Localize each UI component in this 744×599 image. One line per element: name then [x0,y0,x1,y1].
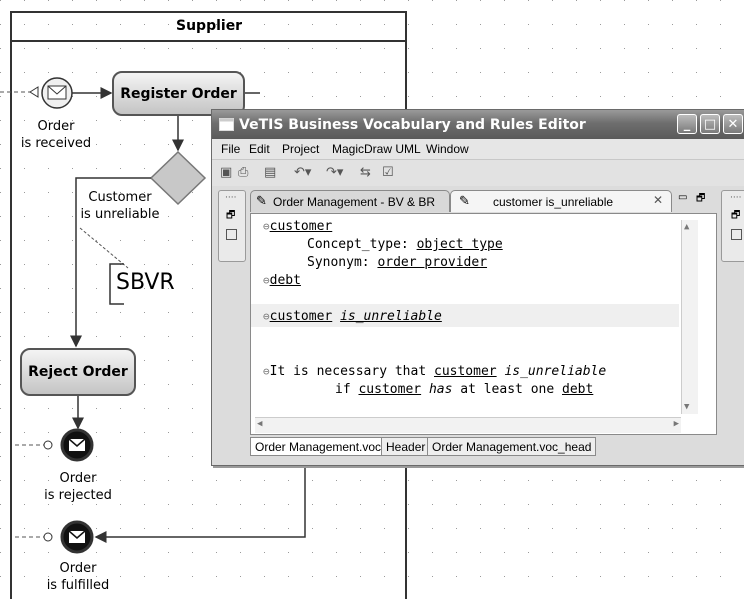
bottom-tab-voc[interactable]: Order Management.voc [250,437,387,456]
menu-bar: File Edit Project MagicDraw UML Window [212,139,744,159]
menu-window[interactable]: Window [426,142,469,156]
tab-order-management[interactable]: ✎ Order Management - BV & BR [250,190,450,212]
maximize-icon[interactable]: □ [700,114,720,134]
menu-file[interactable]: File [221,142,241,156]
entry-fact-type: ⊖customer is_unreliable [263,309,442,324]
entry-concept-type: Concept_type: object type [307,237,503,252]
right-panel-strip[interactable]: ···· 🗗 [721,190,744,262]
register-order-task[interactable]: Register Order [112,71,245,116]
window-title: VeTIS Business Vocabulary and Rules Edit… [239,117,586,133]
bottom-tabs: Order Management.voc Header Order Manage… [250,437,717,457]
print-icon[interactable]: ⎙ [238,165,249,180]
restore-icon[interactable]: 🗗 [731,210,741,221]
reject-order-task[interactable]: Reject Order [20,348,136,396]
edit-doc-icon: ✎ [256,193,267,208]
maximize-view-icon[interactable]: 🗗 [696,193,706,204]
scroll-left-icon[interactable]: ◀ [257,419,263,429]
condition-label: Customer is unreliable [80,190,160,222]
fulfilled-event-label: Order is fulfilled [46,561,110,593]
scroll-up-icon[interactable]: ▲ [684,222,690,232]
fold-icon[interactable]: ⊖ [263,274,270,287]
panel-icon[interactable] [731,229,742,240]
minimize-icon[interactable]: _ [677,114,697,134]
undo-icon[interactable]: ↶▾ [294,165,312,180]
app-icon [219,118,234,131]
menu-magicdraw-uml[interactable]: MagicDraw UML [332,142,421,156]
mdr-icon[interactable]: ▤ [264,165,277,180]
checkbox-icon[interactable]: ☑ [382,165,394,180]
editor-tabs: ✎ Order Management - BV & BR ✎ customer … [250,190,717,213]
horizontal-scrollbar[interactable]: ◀ ▶ [255,417,681,433]
scroll-down-icon[interactable]: ▼ [684,402,690,412]
close-icon[interactable]: ✕ [653,193,664,207]
entry-rule-condition: if customer has at least one debt [335,382,594,397]
entry-synonym: Synonym: order provider [307,255,488,270]
current-line-highlight [251,304,679,327]
window-titlebar[interactable]: VeTIS Business Vocabulary and Rules Edit… [212,110,744,139]
menu-project[interactable]: Project [282,142,320,156]
entry-debt: ⊖debt [263,273,301,288]
toolbar: ▣ ⎙ ▤ ↶▾ ↷▾ ⇆ ☑ [212,159,744,186]
lane-title: Supplier [176,18,243,34]
close-icon[interactable]: ✕ [723,114,743,134]
tab-customer-is-unreliable[interactable]: ✎ customer is_unreliable ✕ [450,190,672,212]
edit-doc-icon: ✎ [459,193,470,208]
link-icon[interactable]: ⇆ [360,165,371,180]
restore-icon[interactable]: 🗗 [226,210,236,221]
vertical-scrollbar[interactable]: ▲ ▼ [681,220,698,414]
rejected-event-label: Order is rejected [44,471,112,503]
vocabulary-editor-text[interactable]: ⊖customer Concept_type: object type Syno… [250,213,717,435]
redo-icon[interactable]: ↷▾ [326,165,344,180]
save-icon[interactable]: ▣ [220,165,233,180]
menu-edit[interactable]: Edit [249,142,270,156]
entry-rule: ⊖It is necessary that customer is_unreli… [263,364,607,379]
minimize-view-icon[interactable]: ▭ [678,192,688,203]
sbvr-annotation[interactable]: SBVR [116,270,175,295]
fold-icon[interactable]: ⊖ [263,365,270,378]
start-event-label: Order is received [20,119,92,151]
entry-customer: ⊖customer [263,219,333,234]
bottom-tab-voc-head[interactable]: Order Management.voc_head [427,437,597,456]
panel-icon[interactable] [226,229,237,240]
fold-icon[interactable]: ⊖ [263,220,270,233]
vetis-editor-window[interactable]: VeTIS Business Vocabulary and Rules Edit… [211,109,744,466]
left-panel-strip[interactable]: ···· 🗗 [218,190,246,262]
exclusive-gateway[interactable] [149,150,207,206]
fold-icon[interactable]: ⊖ [263,310,270,323]
bottom-tab-header[interactable]: Header [381,437,431,456]
scroll-right-icon[interactable]: ▶ [673,419,679,429]
